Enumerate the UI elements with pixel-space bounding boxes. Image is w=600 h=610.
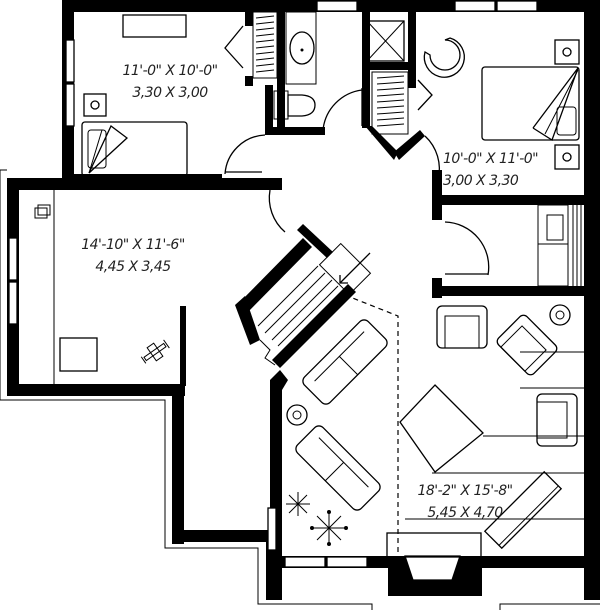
room-label-left-room: 14'-10" X 11'-6" 4,45 X 3,45 — [68, 234, 198, 278]
furniture — [34, 14, 584, 558]
plant-icon — [286, 492, 310, 516]
room-dimension-imperial: 14'-10" X 11'-6" — [81, 237, 185, 253]
room-label-family-room: 18'-2" X 15'-8" 5,45 X 4,70 — [400, 480, 530, 524]
room-dimension-metric: 3,30 X 3,00 — [132, 85, 208, 101]
windows — [8, 0, 538, 568]
fixtures — [252, 11, 582, 287]
room-dimension-imperial: 10'-0" X 11'-0" — [443, 151, 539, 167]
room-dimension-metric: 4,45 X 3,45 — [95, 259, 171, 275]
interior-walls — [62, 8, 592, 390]
doors — [224, 25, 490, 276]
room-dimension-imperial: 11'-0" X 10'-0" — [122, 63, 218, 79]
room-dimension-metric: 3,00 X 3,30 — [443, 173, 519, 189]
room-label-bedroom-2: 10'-0" X 11'-0" 3,00 X 3,30 — [443, 148, 563, 192]
room-dimension-metric: 5,45 X 4,70 — [427, 505, 503, 521]
stairs — [257, 242, 399, 560]
room-label-bedroom-1: 11'-0" X 10'-0" 3,30 X 3,00 — [100, 60, 240, 104]
room-dimension-imperial: 18'-2" X 15'-8" — [417, 483, 513, 499]
foundation-outline — [0, 169, 600, 610]
armchair — [436, 305, 488, 349]
plant-icon — [310, 510, 348, 546]
